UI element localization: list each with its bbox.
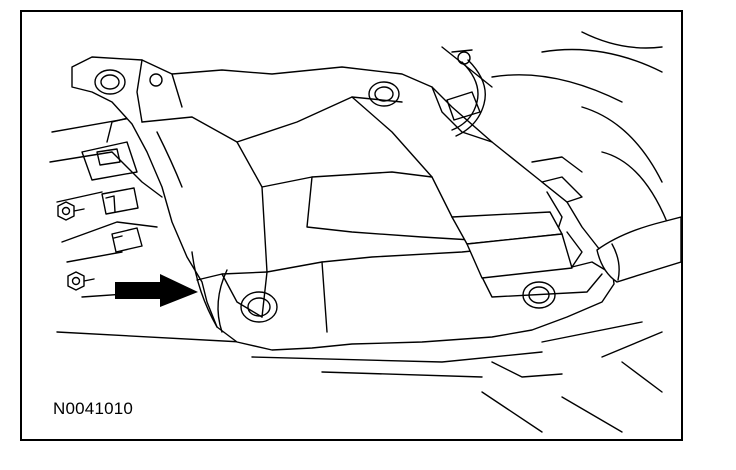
- shield-contours: [136, 59, 603, 333]
- shield-panel: [71, 56, 615, 351]
- left-bracket: [81, 116, 138, 181]
- mount-hole-bottom-right: [522, 281, 556, 309]
- connector-plug-upper: [101, 187, 139, 215]
- mount-hole-top-center: [368, 81, 400, 107]
- technical-illustration: [49, 31, 681, 433]
- mount-hole-bottom-left: [240, 291, 278, 323]
- pipe-outlet: [596, 216, 681, 283]
- background-chassis-lines: [49, 31, 668, 433]
- mount-hole-top-left: [94, 69, 163, 95]
- wire-harness: [446, 49, 486, 137]
- bolt-lower: [67, 271, 95, 291]
- bolt-upper: [57, 201, 85, 221]
- figure-id-label: N0041010: [53, 399, 134, 418]
- pointer-arrow: [115, 274, 198, 307]
- connector-plug-lower: [111, 227, 143, 253]
- figure-frame: N0041010: [20, 10, 683, 441]
- raised-housing: [451, 156, 613, 279]
